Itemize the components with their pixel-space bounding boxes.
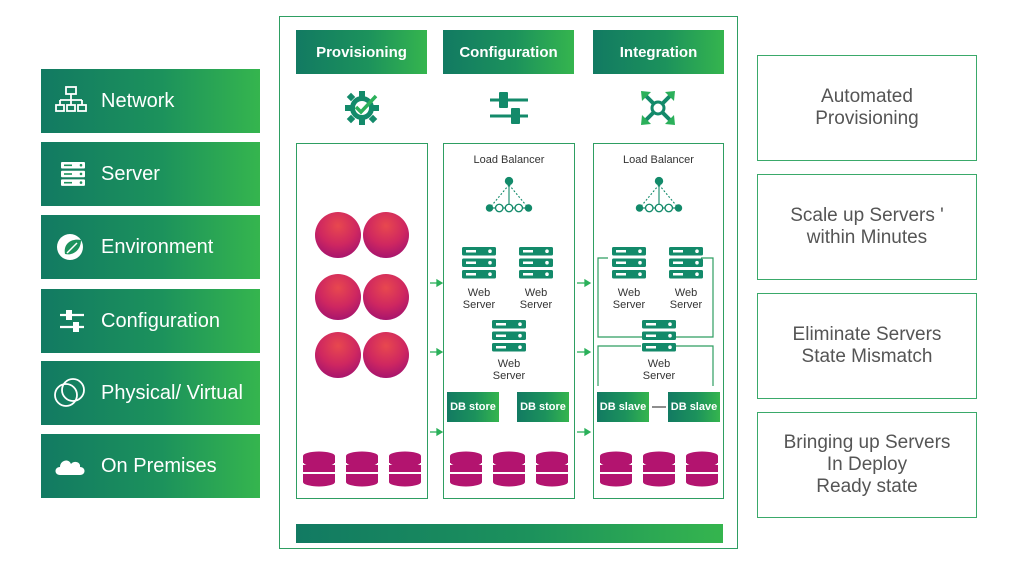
database-icon: [388, 451, 422, 488]
menu-item-network[interactable]: Network: [41, 69, 260, 133]
load-balancer-icon: [635, 176, 683, 213]
benefit-text: Bringing up Servers In Deploy Ready stat…: [783, 432, 951, 497]
menu-label-server: Server: [101, 162, 160, 185]
web-server-label: Web Server: [669, 287, 703, 311]
gear-check-icon: [345, 91, 379, 125]
menu-label-physical-virtual: Physical/ Virtual: [101, 381, 243, 404]
resource-ball: [363, 212, 409, 258]
sliders-icon: [41, 289, 87, 353]
web-server-label: Web Server: [462, 287, 496, 311]
sliders-icon: [490, 92, 528, 124]
menu-item-on-premises[interactable]: On Premises: [41, 434, 260, 498]
menu-label-environment: Environment: [101, 235, 214, 258]
column-header-provisioning: Provisioning: [296, 30, 427, 74]
web-server-icon: [462, 247, 496, 279]
column-box-configuration: [443, 143, 575, 499]
column-header-integration: Integration: [593, 30, 724, 74]
replication-link: [652, 406, 666, 408]
menu-item-server[interactable]: Server: [41, 142, 260, 206]
database-icon: [535, 451, 569, 488]
benefit-text: Scale up Servers ' within Minutes: [790, 205, 944, 248]
environment-leaf-icon: [41, 215, 87, 279]
column-box-provisioning: [296, 143, 428, 499]
benefit-deploy-ready: Bringing up Servers In Deploy Ready stat…: [757, 412, 977, 518]
db-store-box: DB store: [447, 392, 499, 422]
db-store-label: DB store: [520, 401, 566, 413]
overlap-circles-icon: [41, 361, 87, 425]
resource-ball: [363, 332, 409, 378]
web-server-label: Web Server: [612, 287, 646, 311]
database-icon: [642, 451, 676, 488]
benefit-automated-provisioning: Automated Provisioning: [757, 55, 977, 161]
db-slave-box: DB slave: [597, 392, 649, 422]
database-icon: [449, 451, 483, 488]
db-slave-label: DB slave: [670, 401, 718, 413]
column-header-configuration: Configuration: [443, 30, 574, 74]
web-server-label: Web Server: [519, 287, 553, 311]
benefit-eliminate-mismatch: Eliminate Servers State Mismatch: [757, 293, 977, 399]
database-icon: [685, 451, 719, 488]
database-icon: [345, 451, 379, 488]
benefit-text: Eliminate Servers State Mismatch: [792, 324, 942, 367]
column-title-integration: Integration: [619, 43, 698, 61]
db-slave-box: DB slave: [668, 392, 720, 422]
menu-label-configuration: Configuration: [101, 309, 220, 332]
load-balancer-label: Load Balancer: [623, 154, 694, 166]
cloud-icon: [41, 434, 87, 498]
load-balancer-icon: [485, 176, 533, 213]
web-server-label: Web Server: [642, 358, 676, 382]
db-store-box: DB store: [517, 392, 569, 422]
server-icon: [41, 142, 87, 206]
web-server-icon: [669, 247, 703, 279]
pipeline-frame: [279, 16, 738, 549]
menu-item-physical-virtual[interactable]: Physical/ Virtual: [41, 361, 260, 425]
column-title-provisioning: Provisioning: [316, 43, 407, 61]
benefit-text: Automated Provisioning: [815, 86, 919, 129]
configuration-databases: [449, 451, 569, 488]
resource-ball: [315, 332, 361, 378]
menu-item-environment[interactable]: Environment: [41, 215, 260, 279]
db-slave-label: DB slave: [599, 401, 647, 413]
web-server-icon: [492, 320, 526, 352]
benefit-scale-up-servers: Scale up Servers ' within Minutes: [757, 174, 977, 280]
flow-arrows: [430, 278, 592, 437]
resource-ball: [363, 274, 409, 320]
resource-ball: [315, 212, 361, 258]
database-icon: [492, 451, 526, 488]
menu-label-network: Network: [101, 89, 175, 112]
arrows-hub-icon: [641, 91, 675, 125]
web-server-label: Web Server: [492, 358, 526, 382]
integration-databases: [599, 451, 719, 488]
database-icon: [302, 451, 336, 488]
column-box-integration: [593, 143, 724, 499]
menu-item-configuration[interactable]: Configuration: [41, 289, 260, 353]
resource-ball: [315, 274, 361, 320]
web-server-icon: [612, 247, 646, 279]
db-store-label: DB store: [450, 401, 496, 413]
bottom-progress-bar: [296, 524, 723, 543]
network-icon: [41, 69, 87, 133]
web-server-icon: [642, 320, 676, 352]
menu-label-on-premises: On Premises: [101, 454, 217, 477]
column-title-configuration: Configuration: [459, 43, 558, 61]
database-icon: [599, 451, 633, 488]
web-server-icon: [519, 247, 553, 279]
provisioning-resources: [302, 212, 422, 488]
load-balancer-label: Load Balancer: [473, 154, 545, 166]
